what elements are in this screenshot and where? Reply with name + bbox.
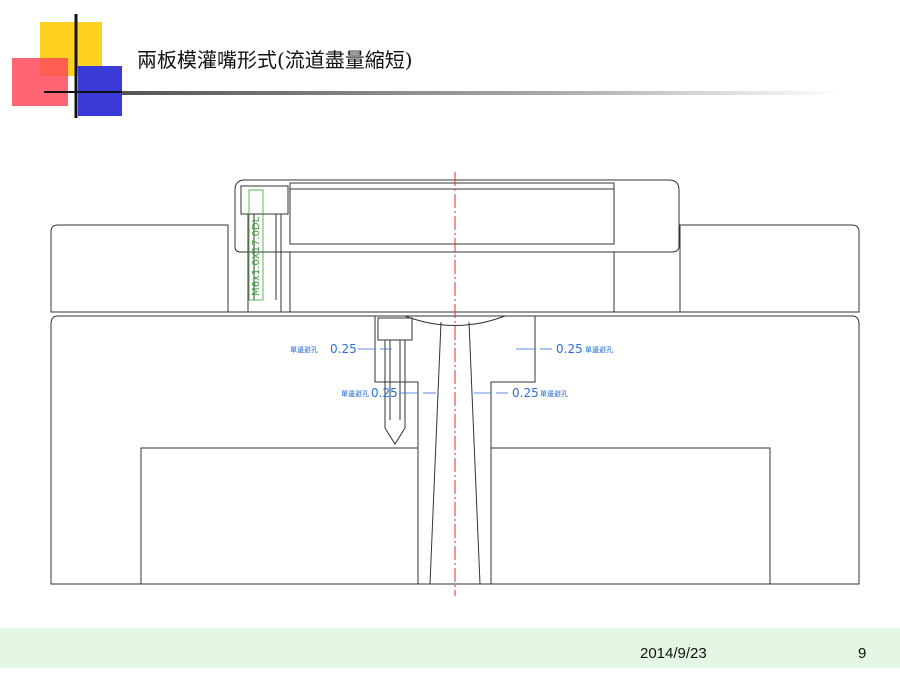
- footer-band: [0, 628, 900, 668]
- sprue-head: [289, 252, 615, 312]
- sprue-bore: [417, 448, 492, 584]
- sprue-body-right: [490, 316, 536, 448]
- dimension-value: 0.25: [330, 342, 357, 356]
- deco-red-square: [12, 58, 68, 106]
- dimension-note: 單邊避孔: [290, 345, 318, 354]
- sprue-spherical-seat: [404, 315, 506, 326]
- upper-plate-left: [50, 224, 229, 313]
- dimension-group-top-right: 0.25 單邊避孔: [516, 342, 613, 356]
- cavity-block-right: [491, 447, 771, 584]
- mold-drawing: M6x1.0X17.0DL 單邊避孔 0.25 0.25 單邊避孔 單邊避孔 0…: [50, 172, 860, 596]
- sprue-channel: [429, 321, 481, 585]
- dimension-group-bottom-left: 單邊避孔 0.25: [341, 386, 436, 400]
- dimension-note: 單邊避孔: [585, 345, 613, 354]
- title-decoration: [12, 14, 842, 118]
- upper-plate-right: [679, 224, 860, 313]
- footer-date: 2014/9/23: [640, 645, 707, 662]
- cavity-block-left: [140, 447, 418, 584]
- screw-callout: [248, 189, 264, 301]
- lower-plate: [50, 315, 860, 585]
- dimension-group-top-left: 單邊避孔 0.25: [290, 342, 392, 356]
- upper-screw-shank: [253, 214, 277, 300]
- dimension-value: 0.25: [371, 386, 398, 400]
- lower-screw-head: [377, 317, 413, 341]
- dimension-note: 單邊避孔: [540, 389, 568, 398]
- upper-screw-body: [247, 214, 282, 312]
- locating-ring: [234, 179, 680, 253]
- lower-screw-body: [384, 340, 406, 445]
- lower-screw-inner: [389, 340, 401, 420]
- page-number: 9: [858, 645, 867, 662]
- dimension-value: 0.25: [556, 342, 583, 356]
- title-rule: [122, 91, 842, 95]
- slide-title: 兩板模灌嘴形式(流道盡量縮短): [137, 48, 413, 72]
- dimension-note: 單邊避孔: [341, 389, 369, 398]
- screw-label: M6x1.0X17.0DL: [251, 216, 262, 296]
- locating-ring-inner: [289, 182, 615, 245]
- dimension-group-bottom-right: 0.25 單邊避孔: [474, 386, 568, 400]
- dimension-value: 0.25: [512, 386, 539, 400]
- upper-screw-head: [240, 185, 289, 215]
